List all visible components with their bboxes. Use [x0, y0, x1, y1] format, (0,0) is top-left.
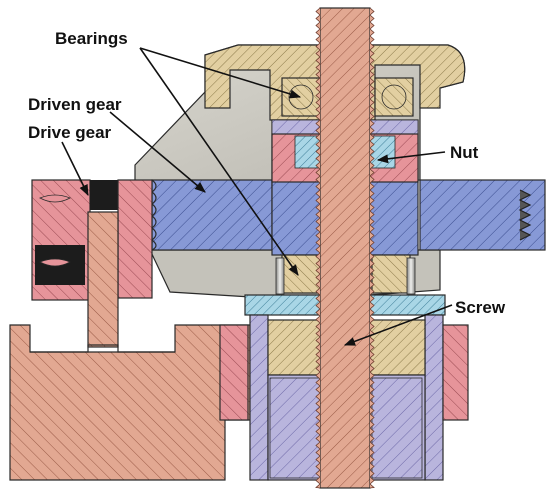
drive-shaft: [87, 211, 119, 348]
screw-leader: [343, 304, 453, 346]
bearings-leader-top: [139, 47, 302, 99]
screw-thread-left: [315, 7, 321, 489]
top-bearing-housing: [204, 44, 466, 121]
drive-gear-label: Drive gear: [28, 123, 112, 142]
bearings-label: Bearings: [55, 29, 128, 48]
bearings-leader-bottom: [139, 47, 299, 276]
screw-thread-right: [369, 7, 375, 489]
screw-label: Screw: [455, 298, 506, 317]
nut-leader: [376, 151, 446, 164]
lead-screw: [315, 7, 375, 489]
drive-gear-leader: [61, 141, 89, 197]
driven-gear: [151, 179, 546, 251]
lower-bearings: [275, 254, 416, 295]
nut-label: Nut: [450, 143, 479, 162]
motor-block: [9, 324, 251, 481]
leader-lines: [61, 47, 453, 346]
drive-gear: [31, 179, 153, 301]
labels: Bearings Driven gear Drive gear Nut Scre…: [28, 29, 506, 317]
driven-gear-leader: [109, 111, 206, 193]
driven-gear-label: Driven gear: [28, 95, 122, 114]
